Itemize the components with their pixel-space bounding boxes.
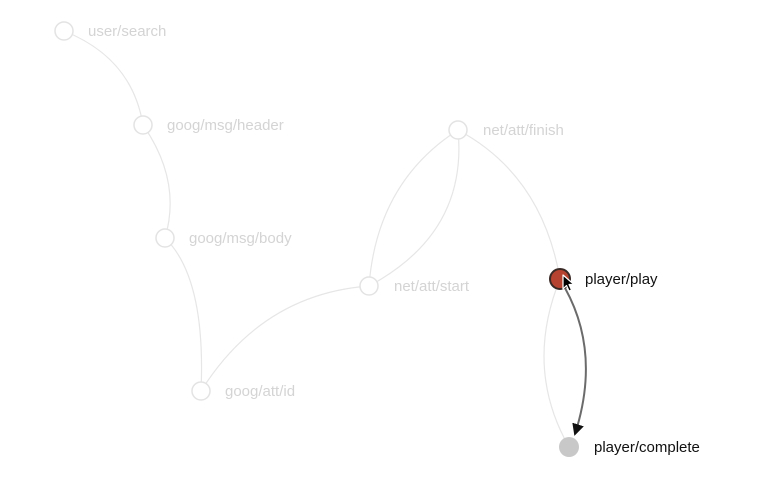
edge-net-att-start-to-net-att-finish [368,129,459,287]
node-label-goog-att-id: goog/att/id [225,383,295,400]
edge-layer [63,30,587,448]
edge-goog-msg-body-to-goog-att-id [164,237,203,392]
node-player-complete[interactable]: player/complete [559,437,700,457]
node-label-net-att-start: net/att/start [394,278,470,295]
node-goog-att-id[interactable]: goog/att/id [191,381,295,401]
edge-player-play-to-player-complete[interactable] [564,287,587,436]
edge-net-att-finish-to-player-play [457,129,561,280]
edge-player-complete-to-player-play [543,278,570,448]
node-label-player-play: player/play [585,271,658,288]
node-label-player-complete: player/complete [594,439,700,456]
node-layer: user/search goog/msg/header goog/msg/bod… [54,21,700,457]
node-goog-msg-header[interactable]: goog/msg/header [133,115,284,135]
edge-net-att-finish-to-net-att-start [368,129,460,287]
edge-user-search-to-goog-msg-header [63,30,144,126]
node-net-att-start[interactable]: net/att/start [359,276,470,296]
node-user-search[interactable]: user/search [54,21,166,41]
mouse-pointer-icon [562,274,575,292]
node-goog-msg-body[interactable]: goog/msg/body [155,228,292,248]
edge-goog-att-id-to-net-att-start [200,285,370,392]
node-net-att-finish[interactable]: net/att/finish [448,120,564,140]
node-label-user-search: user/search [88,23,166,40]
edge-goog-msg-header-to-goog-msg-body [142,124,171,239]
node-label-goog-msg-body: goog/msg/body [189,230,292,247]
node-label-net-att-finish: net/att/finish [483,122,564,139]
node-label-goog-msg-header: goog/msg/header [167,117,284,134]
